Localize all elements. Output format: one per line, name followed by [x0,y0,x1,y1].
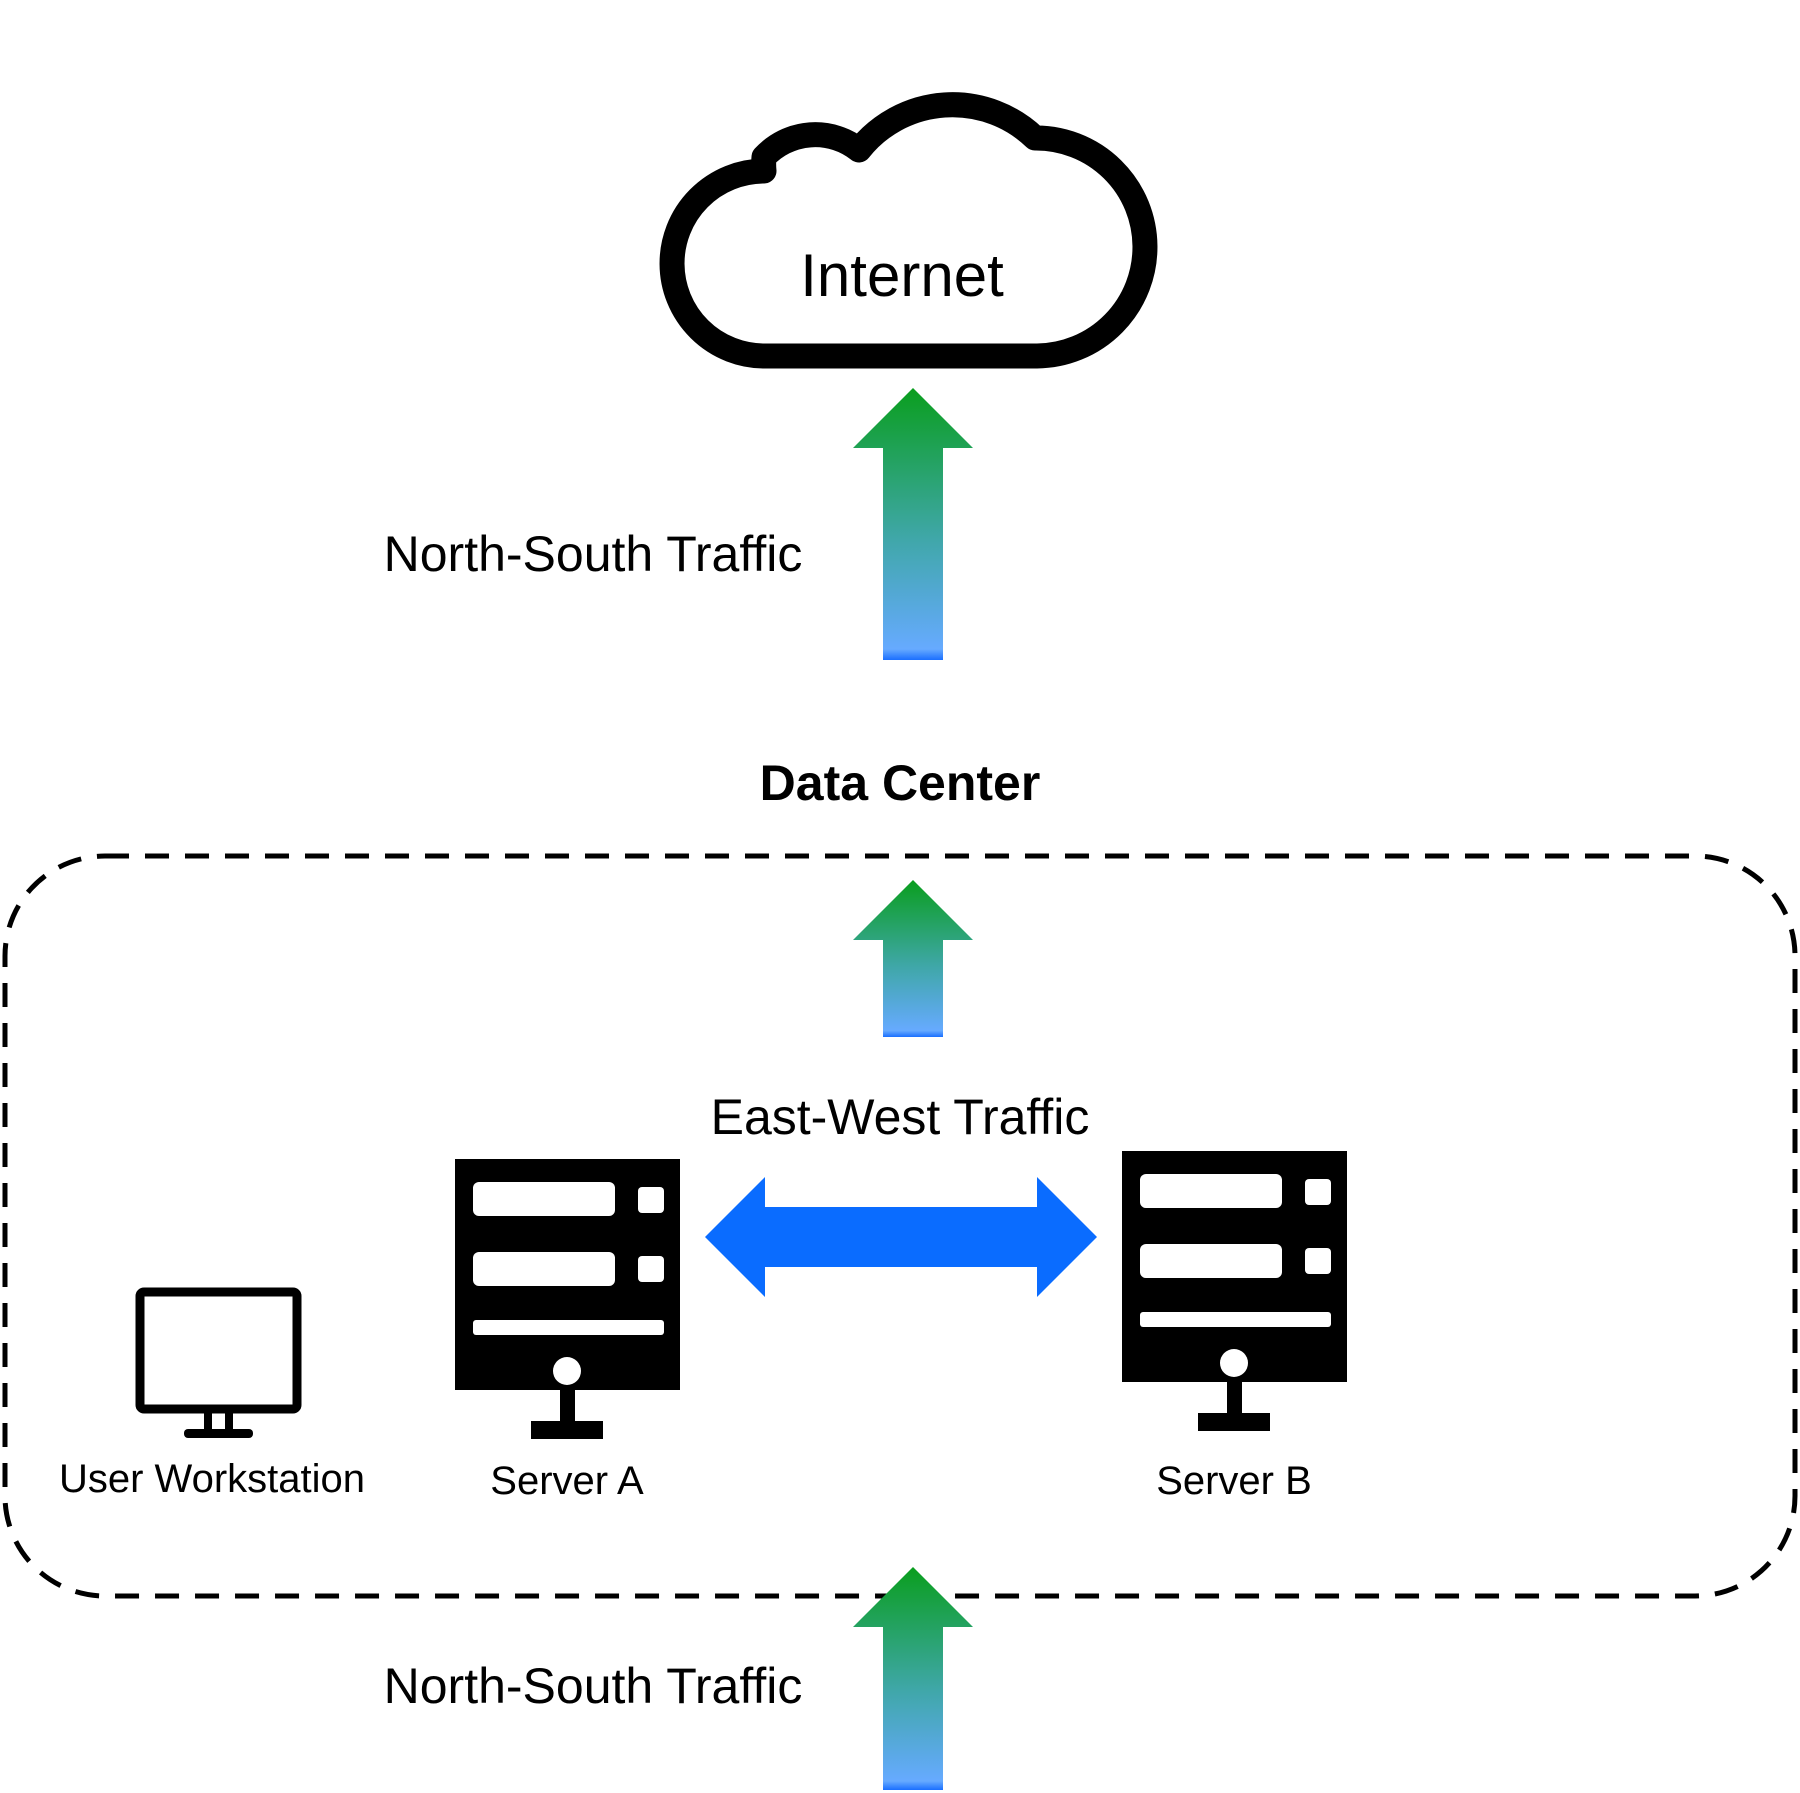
workstation-label: User Workstation [59,1457,365,1501]
monitor-icon [135,1287,302,1414]
north-south-arrow-bottom [853,1567,973,1790]
cloud-label: Internet [800,242,1004,309]
east-west-traffic-label: East-West Traffic [711,1089,1090,1145]
data-center-boundary [2,853,1798,1599]
east-west-arrow [705,1177,1097,1297]
internet-cloud: Internet [659,92,1158,369]
north-south-traffic-label-top: North-South Traffic [384,526,803,582]
server-icon [1122,1151,1347,1431]
north-south-arrow-top [853,388,973,660]
monitor-stand-left [204,1410,212,1433]
cloud-icon [659,92,1158,369]
server-b-label: Server B [1156,1459,1312,1503]
server-icon [455,1159,680,1439]
north-south-traffic-label-bottom: North-South Traffic [384,1658,803,1714]
server-a: Server A [455,1159,680,1503]
server-b: Server B [1122,1151,1347,1503]
north-south-arrow-middle [853,880,973,1037]
server-a-label: Server A [490,1459,644,1503]
user-workstation: User Workstation [59,1287,365,1501]
data-center-title: Data Center [760,755,1041,811]
monitor-stand-right [225,1410,233,1433]
monitor-base [184,1429,253,1438]
